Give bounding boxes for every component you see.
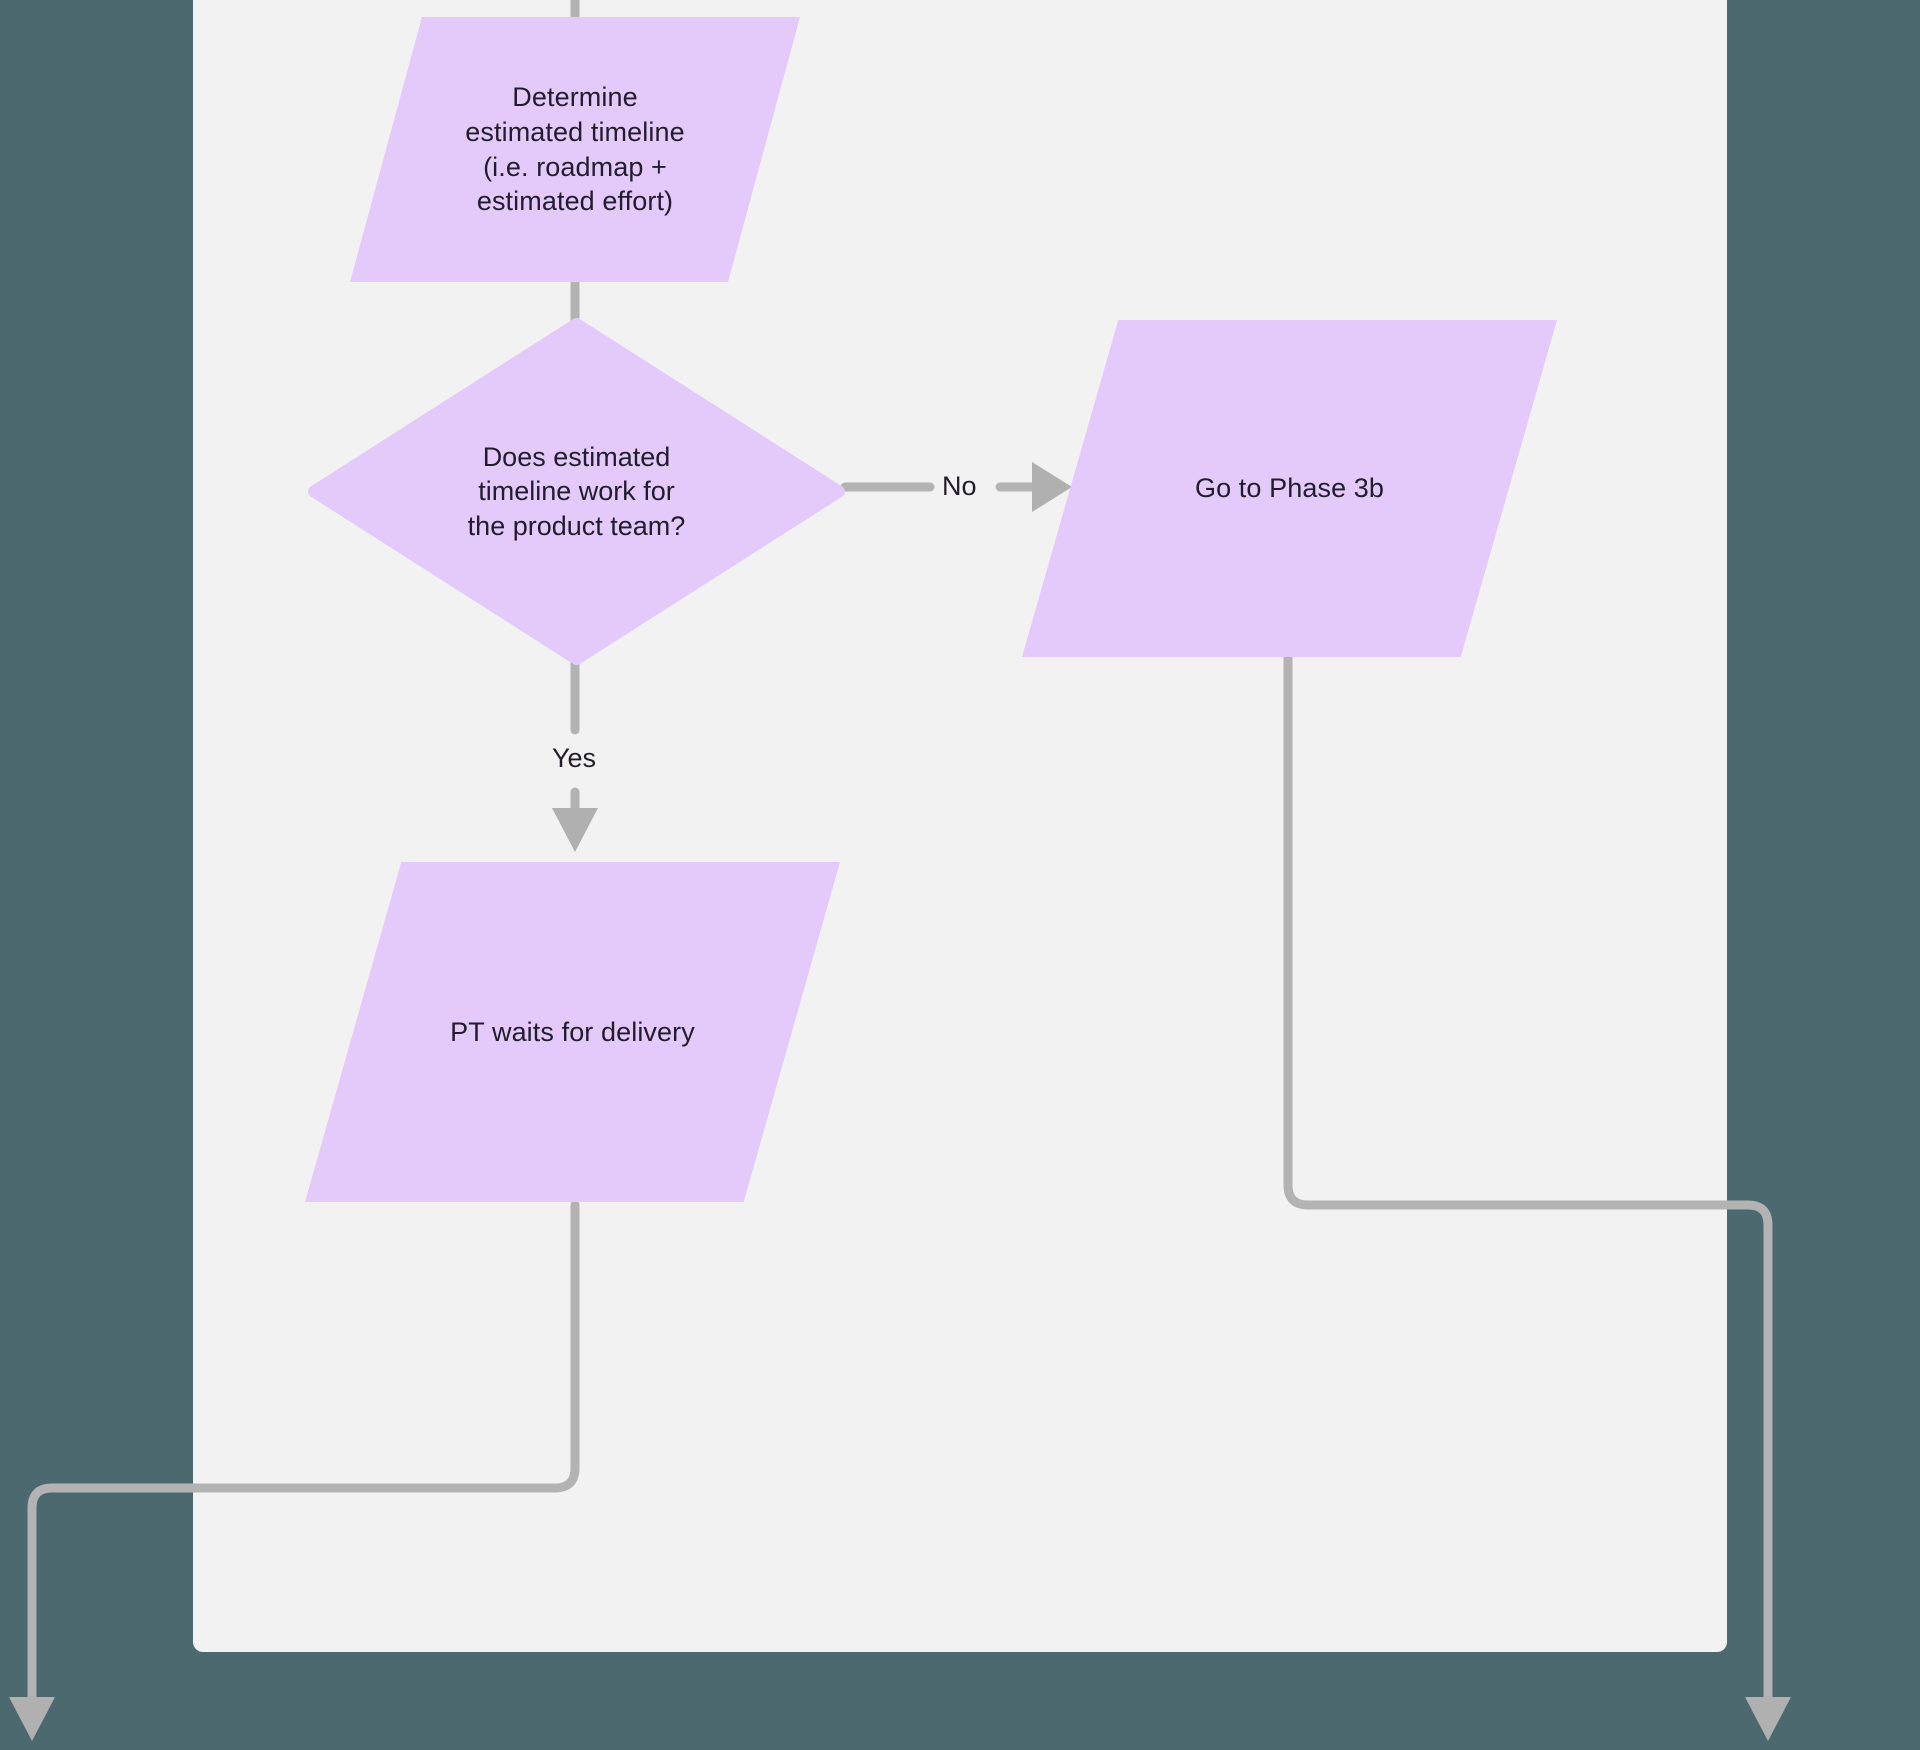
edge-label-yes: Yes <box>552 743 597 773</box>
edge-label-no: No <box>942 471 977 501</box>
node-pt-waits-for-delivery-label: PT waits for delivery <box>450 1016 695 1047</box>
node-pt-waits-for-delivery[interactable]: PT waits for delivery <box>305 862 840 1202</box>
arrow-down-icon-bottom-right <box>1745 1697 1791 1741</box>
node-timeline-decision-label: Does estimated timeline work for the pro… <box>467 441 686 541</box>
node-timeline-decision[interactable]: Does estimated timeline work for the pro… <box>308 318 845 665</box>
node-determine-timeline[interactable]: Determine estimated timeline (i.e. roadm… <box>350 17 800 282</box>
node-go-to-phase-3b-label: Go to Phase 3b <box>1194 473 1385 504</box>
node-go-to-phase-3b[interactable]: Go to Phase 3b <box>1022 320 1557 657</box>
diamond-shape <box>308 318 845 665</box>
node-determine-timeline-label: Determine estimated timeline (i.e. roadm… <box>465 82 685 217</box>
arrow-down-icon-bottom-left <box>9 1697 55 1741</box>
